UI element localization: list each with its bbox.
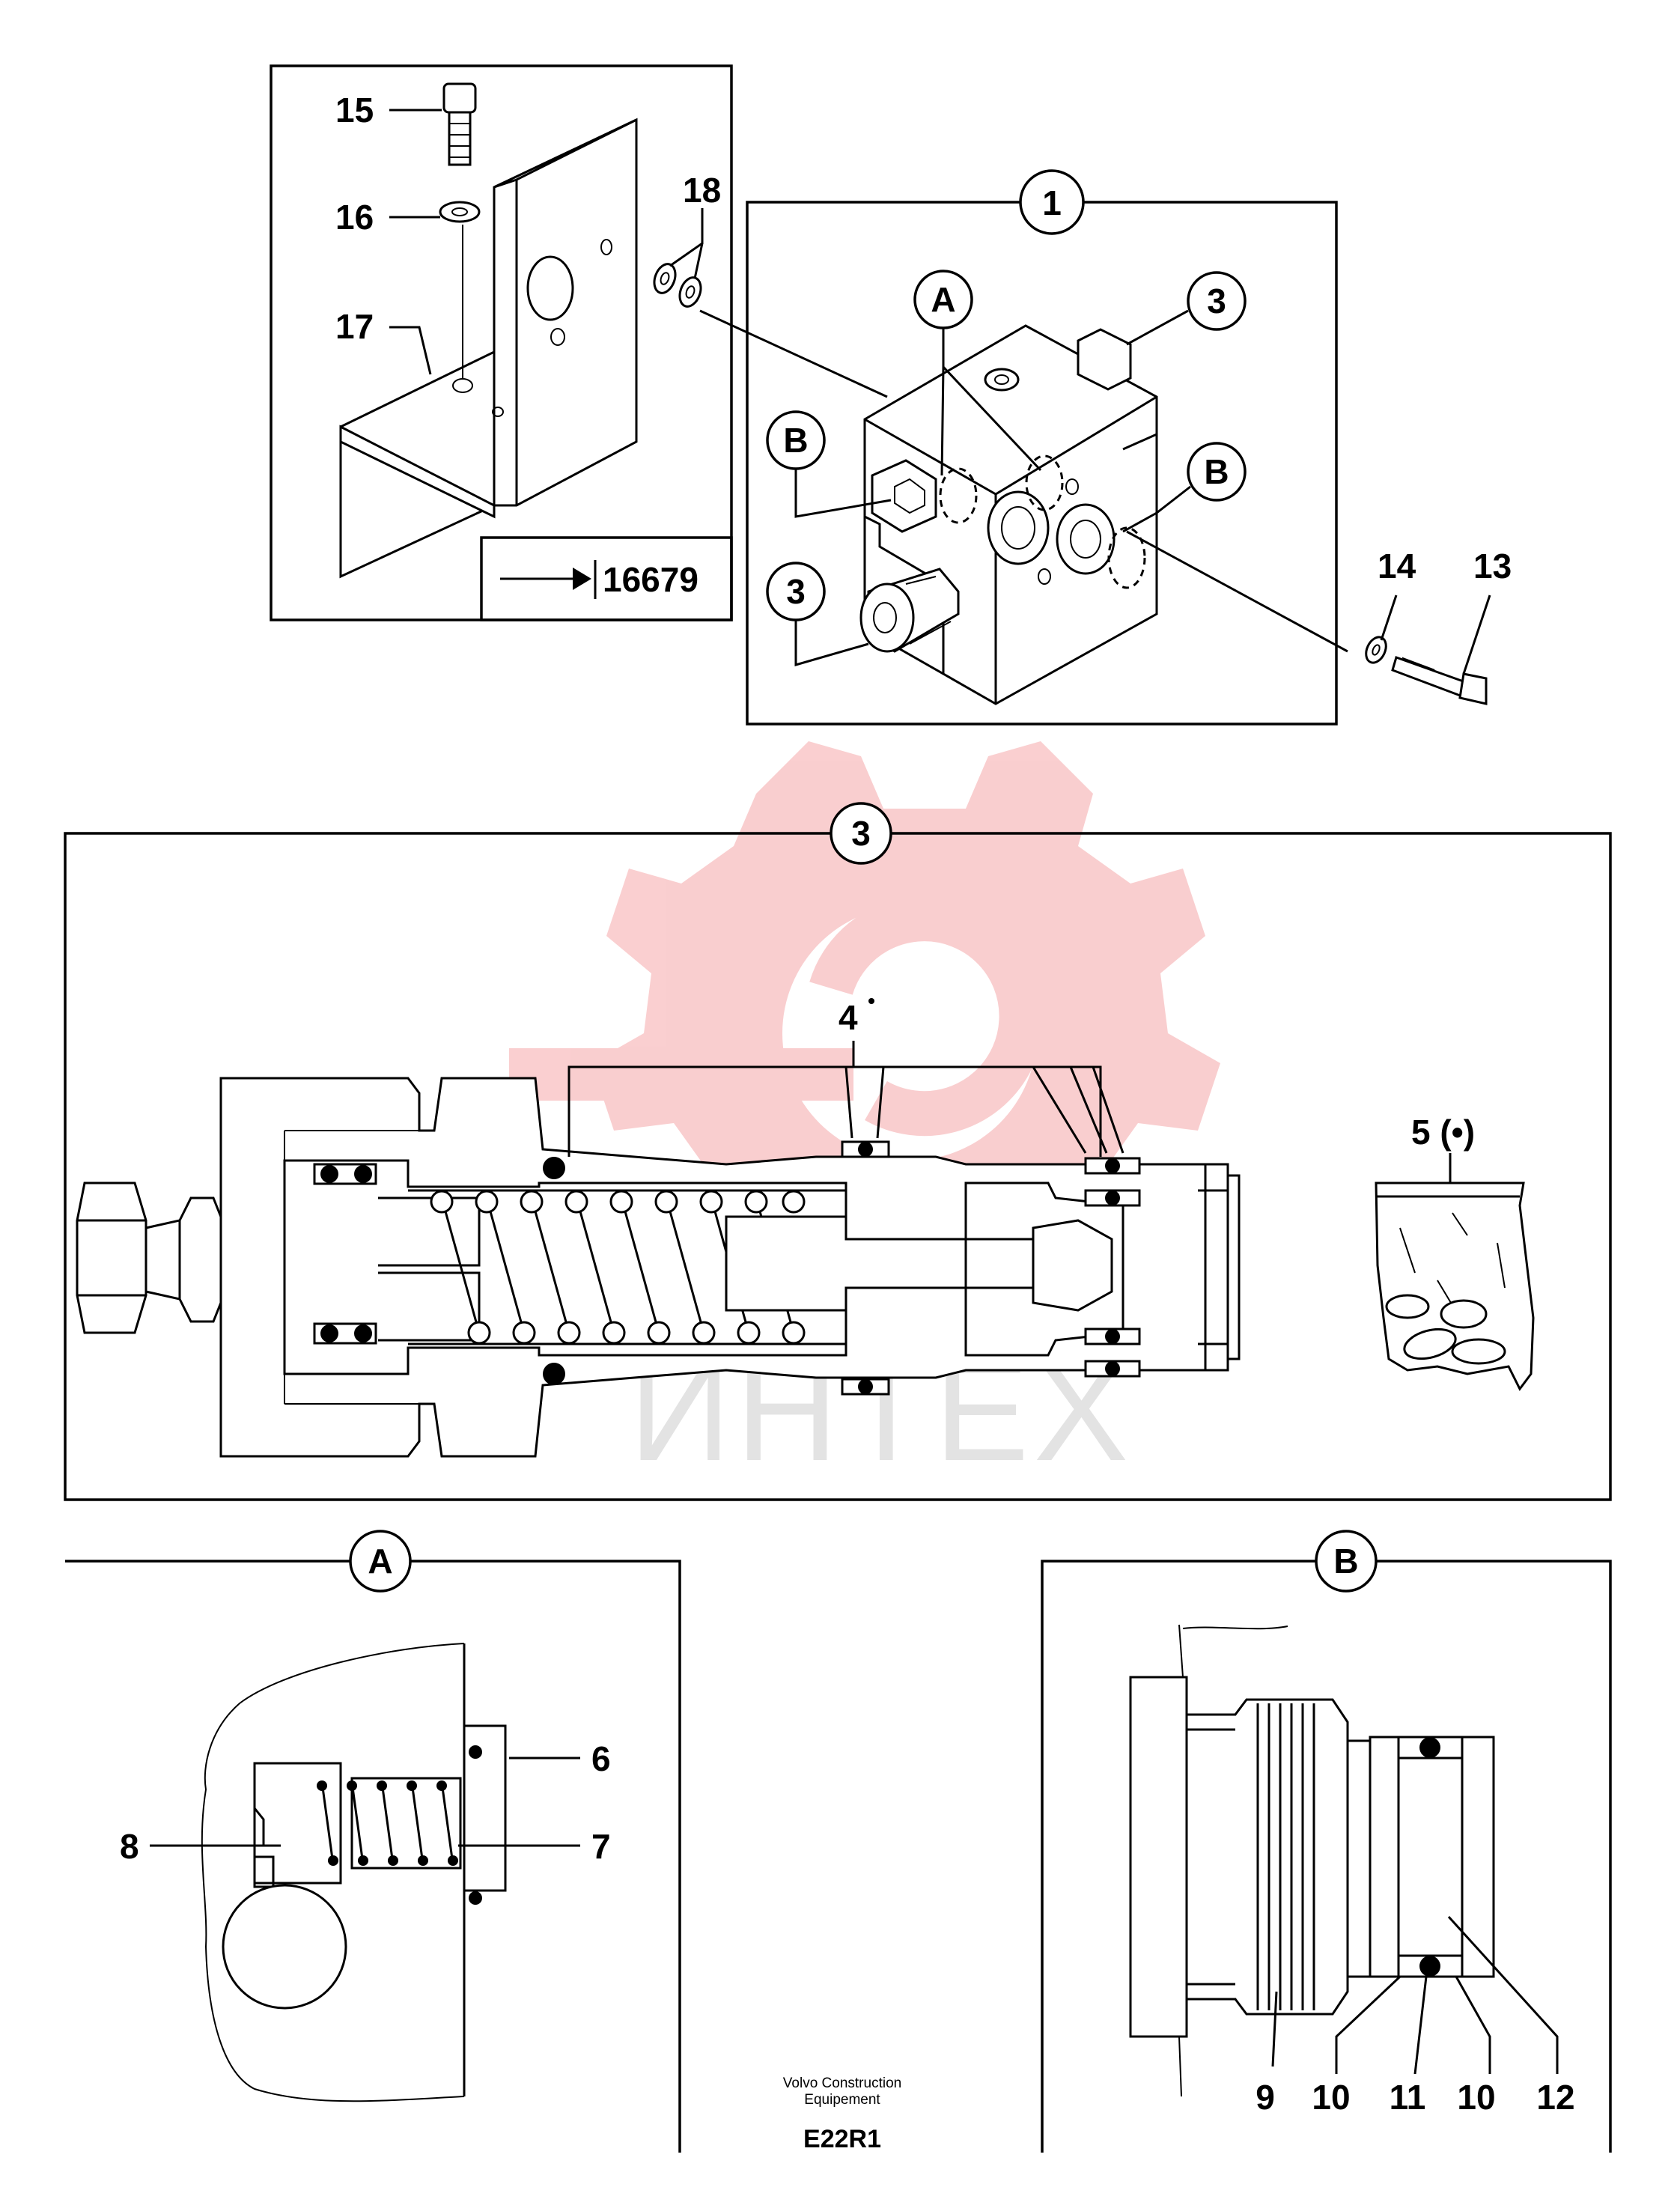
reference-number: 16679	[603, 560, 699, 599]
cartridge-section-panel: 3	[64, 802, 1612, 1501]
reference-box	[480, 536, 733, 621]
callout-13: 13	[1473, 547, 1512, 586]
washers-18: 18	[653, 171, 888, 398]
washer-14: 14	[1365, 547, 1416, 664]
footer-company-line1: Volvo Construction	[783, 2075, 901, 2091]
seat-b-right	[1107, 526, 1146, 589]
detail-a-panel: A 6 7 8	[65, 1530, 681, 2153]
reference-arrow-icon	[500, 560, 597, 599]
callout-8: 8	[120, 1827, 139, 1866]
detail-a-drawing: 6 7 8	[120, 1643, 611, 2102]
callout-circle-b-right	[1187, 442, 1247, 502]
callout-circle-3-section	[830, 802, 892, 865]
callout-b-right: B	[1204, 452, 1229, 491]
footer-company-line2: Equipement	[804, 2092, 880, 2108]
cartridge-3-left	[859, 568, 960, 653]
detail-b-drawing: 9 10 11 10 12	[1129, 1624, 1575, 2117]
callout-b-left: B	[783, 421, 808, 460]
footer-drawing-code: E22R1	[803, 2125, 881, 2153]
spring	[408, 1189, 846, 1345]
callout-3-top: 3	[1207, 282, 1226, 320]
callout-11: 11	[1390, 2078, 1426, 2117]
bracket-panel: 16679	[270, 64, 733, 621]
mounting-bracket	[339, 118, 638, 579]
callout-circle-b-section	[1315, 1530, 1378, 1593]
callout-10a: 10	[1312, 2078, 1350, 2117]
callout-18: 18	[683, 171, 721, 210]
spring-7	[317, 1780, 458, 1866]
callout-b-section: B	[1333, 1542, 1358, 1581]
callout-a-section: A	[368, 1542, 392, 1581]
callout-3-section: 3	[851, 814, 871, 853]
seal-kit-bag-5: 5 (•)	[1375, 1113, 1535, 1391]
cartridge-cross-section: 4	[76, 998, 1241, 1458]
watermark-bar	[509, 1048, 853, 1101]
callout-4: 4	[839, 998, 858, 1037]
seat-a-left	[939, 467, 978, 524]
callout-12: 12	[1536, 2078, 1574, 2117]
callout-15: 15	[335, 91, 374, 130]
callout-circle-3-top	[1187, 271, 1247, 331]
detail-b-panel: B 9 10 11 10 12	[1041, 1530, 1612, 2153]
footer: Volvo Construction Equipement E22R1	[783, 2075, 901, 2153]
callout-9: 9	[1256, 2078, 1275, 2117]
callout-a-top: A	[931, 280, 955, 319]
callout-14: 14	[1378, 547, 1416, 586]
valve-assembly-panel: 1	[746, 169, 1348, 726]
callout-circle-a-section	[349, 1530, 412, 1593]
callout-10b: 10	[1457, 2078, 1495, 2117]
callout-3-left: 3	[786, 572, 806, 611]
seal-kit-4	[313, 1140, 1141, 1396]
bolt-13: 13	[1391, 547, 1512, 705]
callout-17: 17	[335, 307, 374, 346]
callout-circle-1	[1019, 169, 1085, 235]
washer-16	[439, 201, 481, 223]
seat-a-right	[1025, 454, 1064, 511]
callout-5: 5 (•)	[1411, 1113, 1475, 1152]
bolt-15	[442, 82, 477, 166]
callout-7: 7	[591, 1827, 611, 1866]
callout-1: 1	[1042, 183, 1062, 222]
callout-16: 16	[335, 198, 374, 237]
valve-block	[859, 324, 1158, 705]
callout-6: 6	[591, 1739, 611, 1778]
